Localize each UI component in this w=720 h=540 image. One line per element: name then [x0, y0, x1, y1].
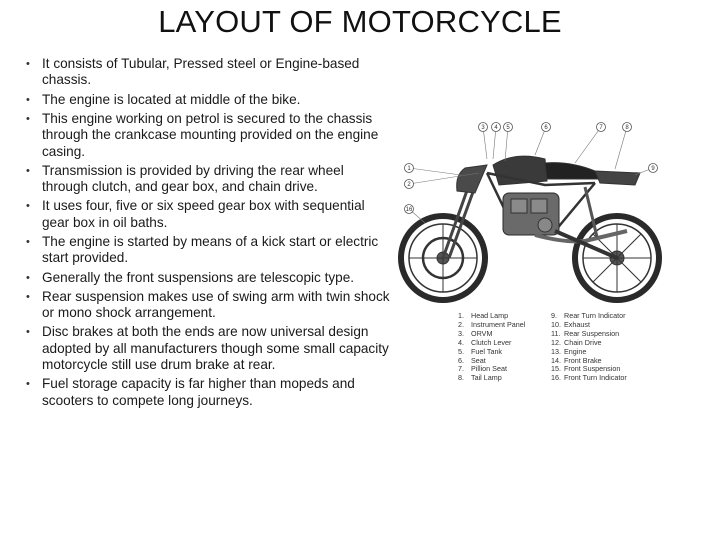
motorcycle-diagram: 1 2 3 4 5 6 7 8 9 16: [398, 122, 662, 303]
legend-item: 5.Fuel Tank: [458, 346, 503, 356]
bullet-item: • Fuel storage capacity is far higher tha…: [26, 376, 392, 409]
callout-number: 6: [544, 125, 548, 131]
fairing: [456, 164, 488, 194]
legend-item: 9.Rear Turn Indicator: [551, 311, 626, 320]
bullet-text: This engine working on petrol is secured…: [42, 110, 379, 159]
bullet-text: The engine is started by means of a kick…: [42, 234, 379, 266]
legend-item: 11.Rear Suspension: [551, 328, 620, 338]
legend-item: 14.Front Brake: [551, 355, 602, 365]
bullet-text: Rear suspension makes use of swing arm w…: [42, 288, 390, 321]
legend-item: 2.Instrument Panel: [458, 319, 526, 329]
callout-number: 4: [494, 125, 498, 131]
callout-number: 9: [651, 166, 655, 172]
callout-6: 6: [541, 122, 551, 132]
bullet-text: It consists of Tubular, Pressed steel or…: [42, 56, 360, 88]
callout-number: 1: [407, 166, 411, 172]
swing-arm: [554, 229, 618, 260]
legend-item: 3.ORVM: [458, 328, 493, 338]
callout-2: 2: [404, 179, 414, 189]
callout-4: 4: [491, 122, 501, 132]
callout-3: 3: [478, 122, 488, 132]
exhaust: [534, 229, 628, 244]
bullet-list: • It consists of Tubular, Pressed steel o…: [26, 56, 392, 412]
bullet-dot: •: [26, 93, 30, 106]
legend-column-left: 1.Head Lamp 2.Instrument Panel 3.ORVM 4.…: [458, 311, 563, 383]
callout-number: 5: [506, 125, 510, 131]
tail-section: [594, 170, 641, 186]
legend-item: 6.Seat: [458, 355, 486, 365]
bullet-dot: •: [26, 271, 30, 284]
bullet-item: • Transmission is provided by driving the…: [26, 163, 392, 196]
rear-shock: [583, 186, 599, 238]
legend-item: 7.Pillion Seat: [458, 364, 507, 374]
seat: [544, 162, 601, 180]
callout-5: 5: [503, 122, 513, 132]
page-title: LAYOUT OF MOTORCYCLE: [158, 4, 562, 39]
bullet-text: Disc brakes at both the ends are now uni…: [42, 324, 389, 373]
bullet-dot: •: [26, 378, 30, 391]
bullet-text: It uses four, five or six speed gear box…: [42, 198, 365, 230]
bullet-dot: •: [26, 290, 30, 303]
legend-item: 4.Clutch Lever: [458, 337, 512, 347]
callout-number: 7: [599, 125, 603, 131]
bullet-text: Fuel storage capacity is far higher than…: [42, 376, 355, 408]
callout-number: 8: [625, 125, 629, 131]
bullet-item: • Rear suspension makes use of swing arm …: [26, 289, 392, 322]
bullet-dot: •: [26, 164, 30, 177]
callout-9: 9: [648, 163, 658, 173]
legend-item: 10.Exhaust: [551, 319, 590, 329]
callout-number: 16: [406, 207, 413, 213]
callout-number: 2: [407, 182, 411, 188]
bullet-item: • Disc brakes at both the ends are now un…: [26, 324, 392, 373]
callout-16: 16: [404, 204, 414, 214]
callout-1: 1: [404, 163, 414, 173]
callout-7: 7: [596, 122, 606, 132]
bullet-dot: •: [26, 200, 30, 213]
bullet-dot: •: [26, 112, 30, 125]
bullet-text: Transmission is provided by driving the …: [42, 162, 344, 195]
bullet-item: • It uses four, five or six speed gear bo…: [26, 198, 392, 231]
legend-item: 12.Chain Drive: [551, 337, 602, 347]
bullet-item: • The engine is started by means of a kic…: [26, 234, 392, 267]
legend-column-right: 9.Rear Turn Indicator 10.Exhaust 11.Rear…: [551, 311, 656, 383]
callout-number: 3: [481, 125, 485, 131]
bullet-dot: •: [26, 326, 30, 339]
bullet-text: Generally the front suspensions are tele…: [42, 269, 355, 285]
bullet-item: • This engine working on petrol is secure…: [26, 111, 392, 160]
bullet-item: • It consists of Tubular, Pressed steel o…: [26, 56, 392, 89]
legend-item: 8.Tail Lamp: [458, 373, 502, 383]
legend-item: 1.Head Lamp: [458, 311, 509, 320]
bullet-dot: •: [26, 58, 30, 70]
bullet-text: The engine is located at middle of the b…: [42, 91, 301, 107]
callout-8: 8: [622, 122, 632, 132]
legend-item: 15.Front Suspension: [551, 364, 621, 374]
bullet-dot: •: [26, 236, 30, 249]
engine: [502, 192, 560, 236]
legend-item: 13.Engine: [551, 346, 587, 356]
bullet-item: • Generally the front suspensions are tel…: [26, 270, 392, 286]
legend-item: 16.Front Turn Indicator: [551, 373, 627, 383]
bullet-item: • The engine is located at middle of the …: [26, 92, 392, 108]
